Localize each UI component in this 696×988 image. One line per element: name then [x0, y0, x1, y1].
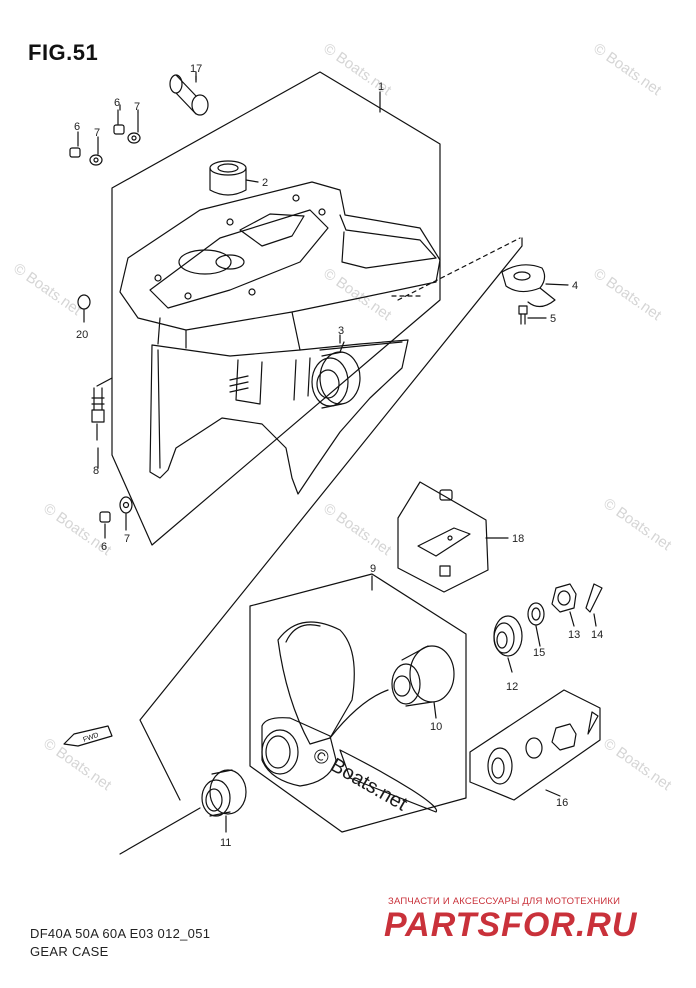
gear-case-group-outline — [111, 71, 441, 546]
kit-group-outline-18 — [397, 481, 489, 593]
callout-17: 17 — [190, 63, 202, 75]
bushing-part-2 — [209, 160, 259, 196]
fwd-direction-arrow — [63, 725, 113, 747]
callout-7: 7 — [94, 127, 100, 139]
washer-part-15 — [527, 602, 545, 647]
gear-case-top-plate — [119, 181, 441, 331]
diagram-caption: GEAR CASE — [30, 944, 109, 959]
washer-part-12 — [493, 615, 523, 673]
callout-14: 14 — [591, 629, 603, 641]
bolt-part-5 — [518, 305, 547, 325]
figure-title: FIG.51 — [28, 40, 99, 65]
nut-part-13 — [551, 583, 577, 627]
kit-part-16 — [487, 711, 599, 797]
thrust-washer-part-10 — [391, 645, 455, 719]
plug-part-20 — [77, 294, 91, 323]
callout-12: 12 — [506, 681, 518, 693]
callout-13: 13 — [568, 629, 580, 641]
callout-4: 4 — [572, 280, 578, 292]
callout-10: 10 — [430, 721, 442, 733]
model-code: DF40A 50A 60A E03 012_051 — [30, 926, 211, 941]
bearing-part-3 — [311, 341, 361, 409]
bolt-washer-upper-1 — [113, 109, 141, 144]
callout-1: 1 — [378, 81, 384, 93]
callout-labels: 1 2 3 4 5 6 7 6 7 6 7 8 9 10 11 12 13 14… — [74, 63, 603, 849]
gear-case-leg — [149, 339, 409, 495]
callout-7: 7 — [134, 101, 140, 113]
callout-2: 2 — [262, 177, 268, 189]
callout-8: 8 — [93, 465, 99, 477]
callout-7: 7 — [124, 533, 130, 545]
kit-group-outline-16 — [469, 689, 601, 801]
callout-5: 5 — [550, 313, 556, 325]
brand-logo: PARTSFOR.RU — [384, 906, 638, 944]
bolt-washer-upper-2 — [69, 131, 103, 166]
kit-part-18 — [417, 489, 509, 577]
propeller-part-9 — [261, 575, 438, 813]
bushing-part-11 — [201, 769, 247, 833]
callout-6: 6 — [114, 97, 120, 109]
brand-subtitle: ЗАПЧАСТИ И АКСЕССУАРЫ ДЛЯ МОТОТЕХНИКИ — [388, 896, 621, 907]
callout-15: 15 — [533, 647, 545, 659]
long-bolt-part-8 — [91, 387, 105, 441]
anode-part-4 — [501, 264, 569, 308]
callout-20: 20 — [76, 329, 88, 341]
callout-3: 3 — [338, 325, 344, 337]
callout-16: 16 — [556, 797, 568, 809]
cotter-pin-part-14 — [585, 583, 603, 627]
callout-9: 9 — [370, 563, 376, 575]
sleeve-part-17 — [169, 74, 209, 116]
bolt-washer-lower — [99, 496, 133, 539]
callout-6: 6 — [74, 121, 80, 133]
callout-6: 6 — [101, 541, 107, 553]
propeller-group-outline — [249, 573, 467, 833]
callout-11: 11 — [220, 837, 231, 849]
callout-18: 18 — [512, 533, 524, 545]
